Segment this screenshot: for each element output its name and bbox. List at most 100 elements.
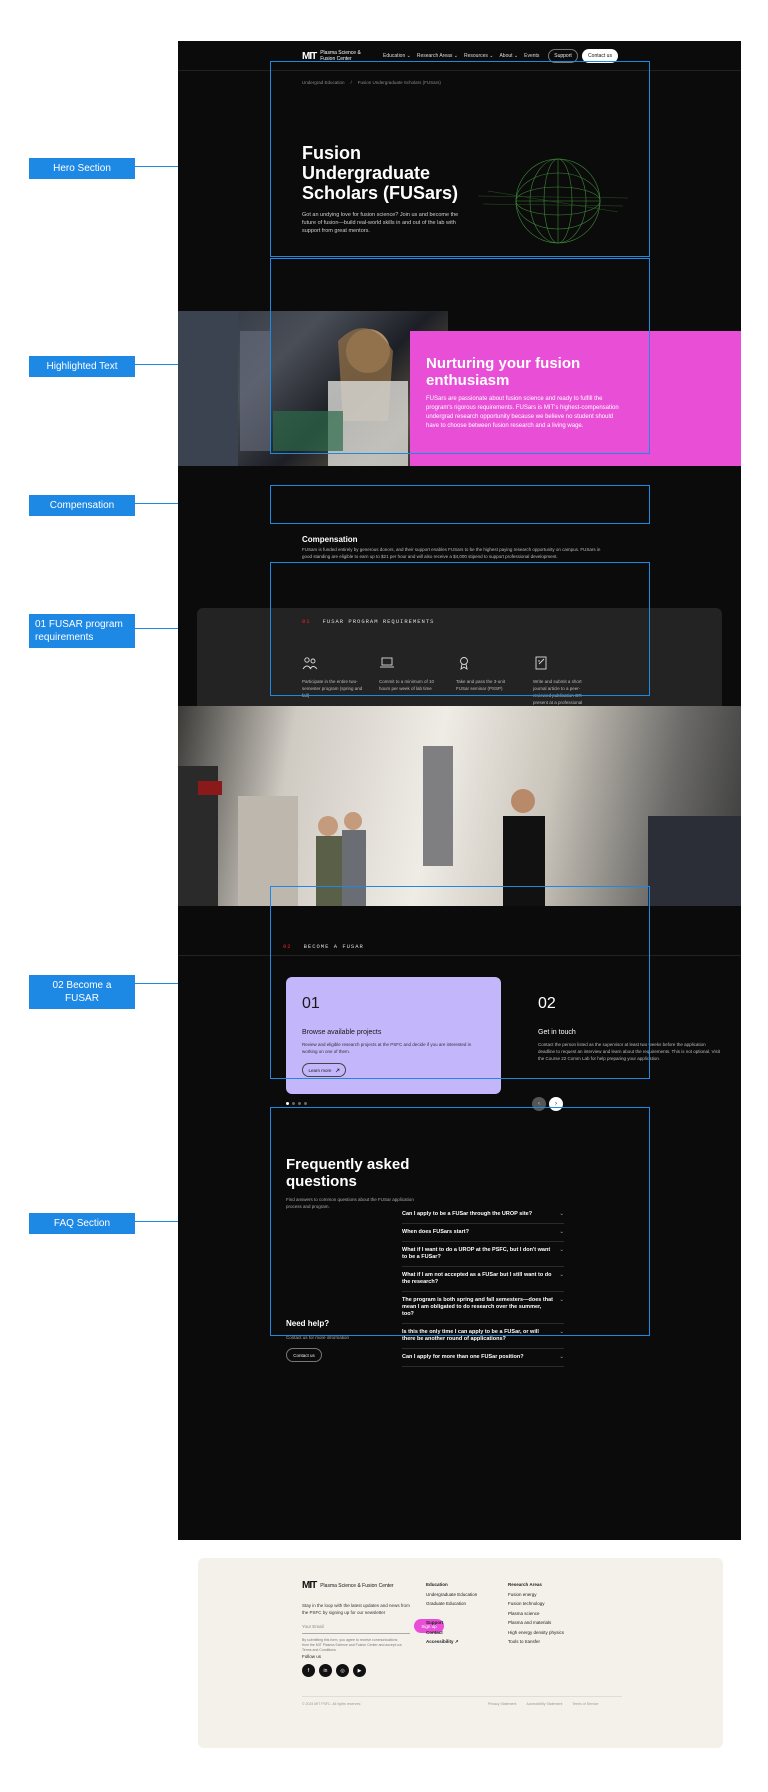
pagination-dot[interactable] (286, 1102, 289, 1105)
footer-column-research: Research Areas Fusion energy Fusion tech… (508, 1580, 564, 1647)
step-number: 01 (302, 995, 320, 1012)
footer-logo[interactable]: MIT Plasma Science & Fusion Center (302, 1580, 410, 1591)
step-card-2: 02 Get in touch Contact the person liste… (522, 977, 741, 1094)
help-title: Need help? (286, 1319, 330, 1328)
faq-item[interactable]: What if I am not accepted as a FUSar but… (402, 1267, 564, 1292)
facebook-icon[interactable]: f (302, 1664, 315, 1677)
laptop-icon (380, 657, 394, 668)
carousel-pagination (286, 1102, 307, 1105)
page-title: Fusion Undergraduate Scholars (FUSars) (302, 143, 459, 203)
faq-item[interactable]: The program is both spring and fall seme… (402, 1292, 564, 1324)
newsletter-email-input[interactable]: Your Email (302, 1620, 410, 1634)
legal-links: Privacy Statement Accessibility Statemen… (488, 1702, 598, 1706)
faq-item[interactable]: Can I apply to be a FUSar through the UR… (402, 1206, 564, 1224)
footer-link[interactable]: Fusion technology (508, 1601, 545, 1606)
hero-description: Got an undying love for fusion science? … (302, 212, 459, 234)
footer-link[interactable]: Plasma science (508, 1610, 540, 1616)
footer-link[interactable]: Fusion energy (508, 1591, 537, 1597)
contact-button[interactable]: Contact us (582, 49, 618, 63)
annotation-faq-label: FAQ Section (29, 1213, 135, 1234)
footer-link[interactable]: Undergraduate Education (426, 1591, 478, 1597)
pagination-dot[interactable] (304, 1102, 307, 1105)
linkedin-icon[interactable]: in (319, 1664, 332, 1677)
step-description: Review and eligible research projects at… (302, 1042, 472, 1054)
divider (178, 955, 741, 956)
footer-link[interactable]: High energy density physics (508, 1629, 565, 1635)
annotation-hero-label: Hero Section (29, 158, 135, 179)
legal-link[interactable]: Accessibility Statement (526, 1702, 563, 1706)
page-mockup: MIT Plasma Science & Fusion Center Educa… (178, 41, 741, 1540)
newsletter-disclaimer: By submitting this form, you agree to re… (302, 1638, 402, 1652)
support-button[interactable]: Support (548, 49, 578, 63)
step-card-1: 01 Browse available projects Review and … (286, 977, 501, 1094)
mit-logo-mark: MIT (302, 1580, 317, 1591)
chevron-down-icon: ⌄ (559, 1329, 564, 1335)
faq-question: Can I apply to be a FUSar through the UR… (402, 1211, 533, 1217)
compensation-description: FUSars is funded entirely by generous do… (302, 547, 601, 559)
requirement-text: Take and pass the 3-unit FUSar seminar (… (456, 679, 506, 691)
chevron-down-icon: ⌄ (559, 1297, 564, 1303)
footer-heading[interactable]: Education (426, 1582, 448, 1587)
footer-heading[interactable]: Research Areas (508, 1582, 542, 1587)
faq-question: When does FUSars start? (402, 1229, 469, 1235)
faq-question: The program is both spring and fall seme… (402, 1297, 553, 1317)
help-subtitle: Contact us for more information (286, 1335, 350, 1340)
step-title: Browse available projects (302, 1029, 382, 1036)
highlight-title: Nurturing your fusion enthusiasm (426, 355, 581, 389)
nav-link-about[interactable]: About ⌄ (499, 53, 519, 59)
compensation-title: Compensation (302, 535, 358, 544)
nav-link-research[interactable]: Research Areas ⌄ (416, 53, 458, 59)
signup-button[interactable]: Sign up (414, 1619, 444, 1633)
footer-column-education: Education Undergraduate Education Gradua… (426, 1580, 477, 1647)
faq-item[interactable]: When does FUSars start?⌄ (402, 1224, 564, 1242)
breadcrumb-separator: / (350, 80, 352, 85)
legal-link[interactable]: Terms of Service (572, 1702, 599, 1706)
breadcrumb-parent[interactable]: Undergrad Education (302, 80, 345, 85)
annotation-compensation-label: Compensation (29, 495, 135, 516)
faq-item[interactable]: What if I want to do a UROP at the PSFC,… (402, 1242, 564, 1267)
youtube-icon[interactable]: ▶ (353, 1664, 366, 1677)
footer-link[interactable]: Tools to transfer (508, 1639, 541, 1644)
chevron-down-icon: ⌄ (559, 1272, 564, 1278)
nav-link-resources[interactable]: Resources ⌄ (463, 53, 494, 59)
external-link-icon (335, 1068, 339, 1072)
requirement-text: Commit to a minimum of 10 hours per week… (379, 679, 435, 691)
site-logo[interactable]: MIT Plasma Science & Fusion Center (302, 50, 364, 62)
chevron-down-icon: ⌄ (559, 1211, 564, 1217)
become-heading-text: BECOME A FUSAR (303, 943, 364, 950)
faq-question: Can I apply for more than one FUSar posi… (402, 1354, 524, 1360)
faq-question: What if I am not accepted as a FUSar but… (402, 1272, 552, 1285)
footer-divider (302, 1696, 622, 1697)
faq-question: What if I want to do a UROP at the PSFC,… (402, 1247, 551, 1260)
mit-logo-mark: MIT (302, 50, 317, 62)
faq-item[interactable]: Can I apply for more than one FUSar posi… (402, 1349, 564, 1367)
footer-link[interactable]: Plasma and materials (508, 1620, 552, 1625)
help-contact-button[interactable]: Contact us (286, 1348, 322, 1362)
faq-question: Is this the only time I can apply to be … (402, 1329, 539, 1342)
highlight-panel: Nurturing your fusion enthusiasm FUSars … (410, 331, 741, 466)
requirement-item: Write and submit a short journal article… (533, 656, 595, 713)
footer-link[interactable]: Graduate Education (426, 1601, 467, 1606)
instagram-icon[interactable]: ◎ (336, 1664, 349, 1677)
students-working-photo (178, 706, 741, 906)
learn-more-button[interactable]: Learn more (302, 1063, 346, 1077)
step-description: Contact the person listed as the supervi… (538, 1042, 720, 1061)
student-in-lab-photo (178, 311, 448, 466)
footer-link[interactable]: Accessibility ↗ (426, 1639, 459, 1644)
carousel-prev-button[interactable]: ‹ (532, 1097, 546, 1111)
requirement-item: Participate in the entire two-semester p… (302, 656, 364, 699)
pagination-dot[interactable] (292, 1102, 295, 1105)
footer-link[interactable]: Support (426, 1620, 444, 1625)
nav-link-education[interactable]: Education ⌄ (383, 53, 411, 59)
pagination-dot[interactable] (298, 1102, 301, 1105)
footer-link[interactable]: Contact (426, 1629, 443, 1635)
carousel-next-button[interactable]: › (549, 1097, 563, 1111)
top-navigation: MIT Plasma Science & Fusion Center Educa… (178, 41, 741, 71)
nav-link-events[interactable]: Events (524, 53, 540, 59)
faq-item[interactable]: Is this the only time I can apply to be … (402, 1324, 564, 1349)
legal-link[interactable]: Privacy Statement (488, 1702, 517, 1706)
requirement-item: Commit to a minimum of 10 hours per week… (379, 656, 441, 692)
breadcrumb-current: Fusion Undergraduate Scholars (FUSars) (357, 80, 441, 85)
nav-links: Education ⌄ Research Areas ⌄ Resources ⌄… (383, 53, 539, 59)
